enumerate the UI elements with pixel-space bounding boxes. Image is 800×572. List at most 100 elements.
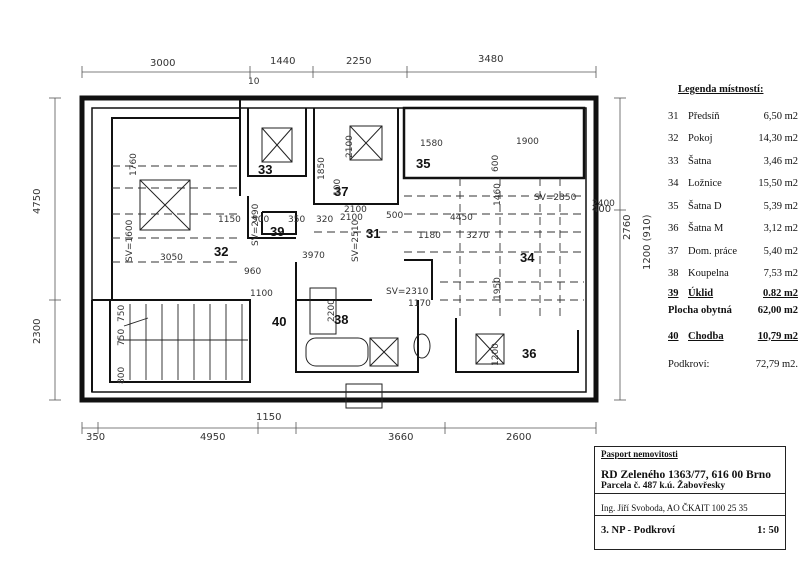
room-area: 3,12 m2 [763, 223, 798, 235]
room-number: 38 [668, 268, 679, 280]
dim-left-1: 4750 [32, 189, 43, 214]
room-area: 5,39 m2 [763, 200, 798, 212]
inner-dim: 1180 [418, 231, 441, 241]
room-37-label: 37 [334, 184, 348, 199]
title-block-address: RD Zeleného 1363/77, 616 00 Brno [601, 469, 771, 481]
dim-right-3: 400 [592, 204, 611, 215]
total-attic-value: 72,79 m2. [755, 358, 798, 370]
legend-row: 37 Dom. práce 5,40 m2 [668, 240, 798, 263]
title-block-engineer: Ing. Jiří Svoboda, AO ČKAIT 100 25 35 [601, 503, 748, 513]
inner-dim: 1200 [491, 343, 501, 366]
inner-dim: 2400 [592, 199, 615, 209]
floor-name: 3. NP - Podkroví [601, 525, 675, 536]
legend-row: 36 Šatna M 3,12 m2 [668, 218, 798, 241]
room-area: 5,40 m2 [763, 245, 798, 257]
roof-slope-lines [112, 165, 584, 318]
dim-bottom-5: 2600 [506, 432, 531, 443]
room-name: Šatna [688, 155, 712, 167]
inner-dim: 1460 [493, 183, 503, 206]
room-name: Šatna M [688, 223, 724, 235]
dim-top-2: 1440 [270, 56, 295, 67]
inner-dim: 3050 [160, 253, 183, 263]
inner-dim: 2100 [344, 205, 367, 215]
legend-total-attic: Podkroví: 72,79 m2. [668, 355, 798, 373]
dim-top-3: 2250 [346, 56, 371, 67]
total-attic-label: Podkroví: [668, 358, 710, 370]
inner-dim: 1150 [218, 215, 241, 225]
room-36-label: 36 [522, 346, 536, 361]
dim-right-1: 2760 [622, 215, 633, 240]
room-34-label: 34 [520, 250, 535, 265]
room-38-label: 38 [334, 312, 348, 327]
dim-top-1: 3000 [150, 58, 175, 69]
room-name: Dom. práce [688, 245, 737, 257]
room-32-label: 32 [214, 244, 228, 259]
total-living-value: 62,00 m2 [757, 304, 798, 316]
inner-dim: 1580 [420, 139, 443, 149]
skylights [139, 125, 505, 365]
inner-dim: SV=2490 [251, 203, 261, 246]
dimension-lines [49, 66, 626, 434]
bathroom-fixtures [305, 287, 431, 367]
inner-dim: 500 [386, 211, 403, 221]
inner-dim: 1170 [408, 299, 431, 309]
inner-dim: 350 [288, 215, 305, 225]
room-number: 37 [668, 245, 679, 257]
title-block-header: Pasport nemovitosti [601, 449, 678, 459]
room-number: 39 [668, 287, 679, 299]
room-number: 40 [668, 330, 679, 342]
room-area: 7,53 m2 [763, 268, 798, 280]
legend-total-living: Plocha obytná 62,00 m2 [668, 301, 798, 319]
inner-dim: 2200 [327, 299, 337, 322]
room-area: 15,50 m2 [758, 178, 798, 190]
title-block-footer: 3. NP - Podkroví 1: 50 [601, 525, 779, 536]
room-number: 36 [668, 223, 679, 235]
inner-dim: 960 [244, 267, 261, 277]
room-area: 14,30 m2 [758, 133, 798, 145]
legend-row: 32 Pokoj 14,30 m2 [668, 128, 798, 151]
room-name: Úklid [688, 287, 714, 299]
room-area: 6,50 m2 [763, 110, 798, 122]
dim-top-4: 3480 [478, 54, 503, 65]
inner-dim: 320 [316, 215, 333, 225]
room-33-label: 33 [258, 162, 272, 177]
divider [595, 515, 785, 516]
legend-title: Legenda místností: [678, 84, 764, 95]
inner-dim: SV=2310 [386, 287, 429, 297]
dim-right-2: 1200 (910) [642, 214, 653, 270]
dim-bottom-3: 1150 [256, 412, 281, 423]
inner-dim: 1100 [250, 289, 273, 299]
inner-dim: 800 [117, 367, 127, 384]
inner-dim: 1950 [493, 277, 503, 300]
inner-dim: 10 [248, 77, 260, 87]
room-40-label: 40 [272, 314, 286, 329]
inner-dim: 1900 [516, 137, 539, 147]
inner-dimensions: 1760 1150 500 350 320 2100 500 3050 3970… [117, 77, 615, 384]
inner-dim: 600 [491, 155, 501, 172]
room-area: 3,46 m2 [763, 155, 798, 167]
room-39-label: 39 [270, 224, 284, 239]
interior-walls [91, 98, 586, 392]
room-31-label: 31 [366, 226, 380, 241]
room-name: Ložnice [688, 178, 722, 190]
room-number: 32 [668, 133, 679, 145]
dim-bottom-4: 3660 [388, 432, 413, 443]
outer-dimensions: 3000 1440 2250 3480 350 4950 1150 3660 2… [32, 54, 653, 443]
room-area: 10,79 m2 [757, 330, 798, 342]
staircase [118, 304, 248, 380]
room-name: Pokoj [688, 133, 713, 145]
room-35-label: 35 [416, 156, 430, 171]
inner-dim: 3270 [466, 231, 489, 241]
total-living-label: Plocha obytná [668, 304, 732, 316]
drawing-scale: 1: 50 [757, 525, 779, 536]
room-name: Šatna D [688, 200, 722, 212]
divider [595, 493, 785, 494]
dim-bottom-2: 4950 [200, 432, 225, 443]
inner-dim: SV=1600 [125, 219, 135, 262]
